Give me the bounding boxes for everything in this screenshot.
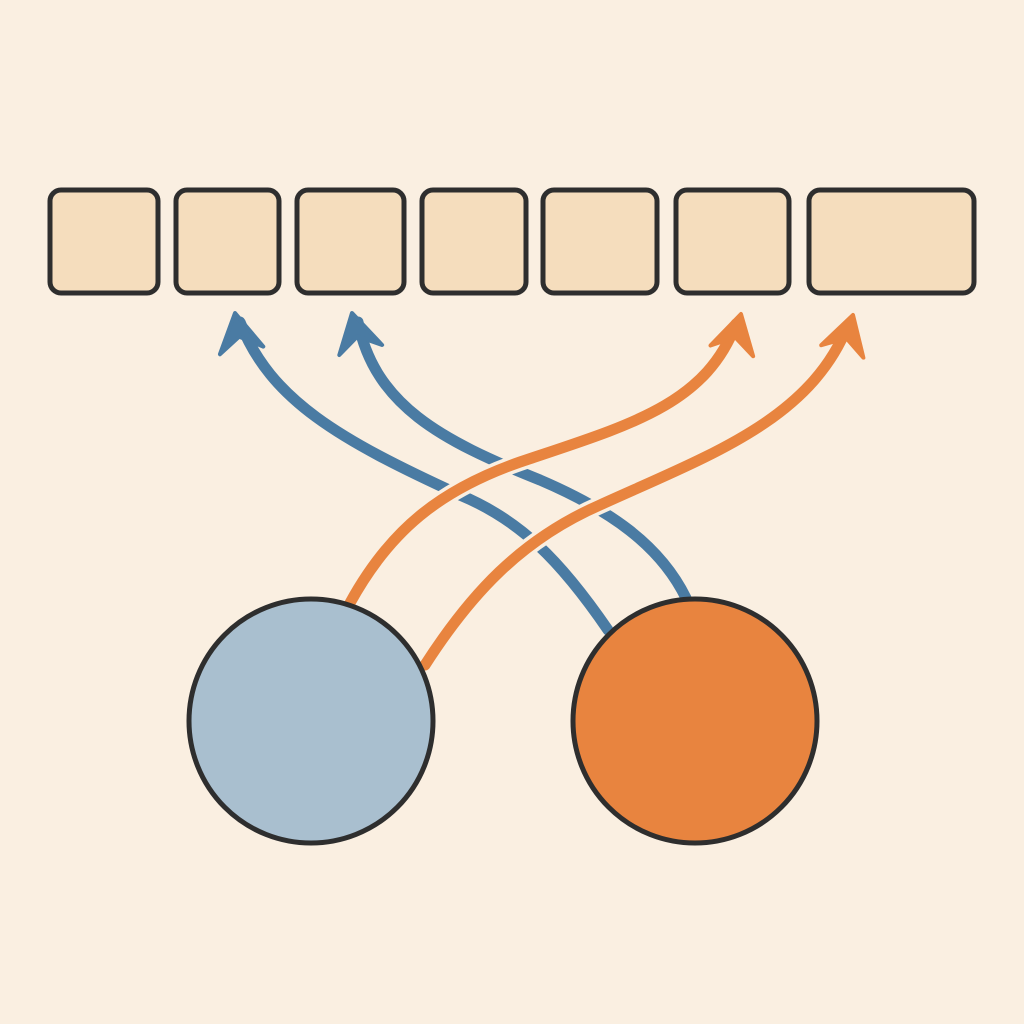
arrow-orange-1-head xyxy=(708,312,756,359)
node-blue xyxy=(186,596,436,846)
arrow-blue-2-shaft xyxy=(352,316,692,604)
slot-4 xyxy=(419,187,529,296)
arrow-orange-1 xyxy=(341,312,756,612)
arrow-group xyxy=(217,311,866,674)
slot-row xyxy=(47,187,977,296)
slot-6 xyxy=(673,187,792,296)
arrow-blue-2-head xyxy=(337,311,385,358)
arrow-blue-1-head xyxy=(217,311,266,357)
arrow-blue-1 xyxy=(217,311,617,639)
node-orange xyxy=(570,596,820,846)
slot-3 xyxy=(294,187,407,296)
slot-2 xyxy=(173,187,282,296)
node-group xyxy=(186,596,820,846)
slot-5 xyxy=(540,187,660,296)
arrow-orange-2-head xyxy=(819,313,866,360)
arrow-orange-1-shaft xyxy=(344,318,742,609)
arrow-orange-2-shaft xyxy=(419,319,854,671)
slot-7 xyxy=(806,187,977,296)
arrow-blue-2 xyxy=(337,311,695,607)
slot-1 xyxy=(47,187,161,296)
arrow-orange-2 xyxy=(416,313,866,674)
